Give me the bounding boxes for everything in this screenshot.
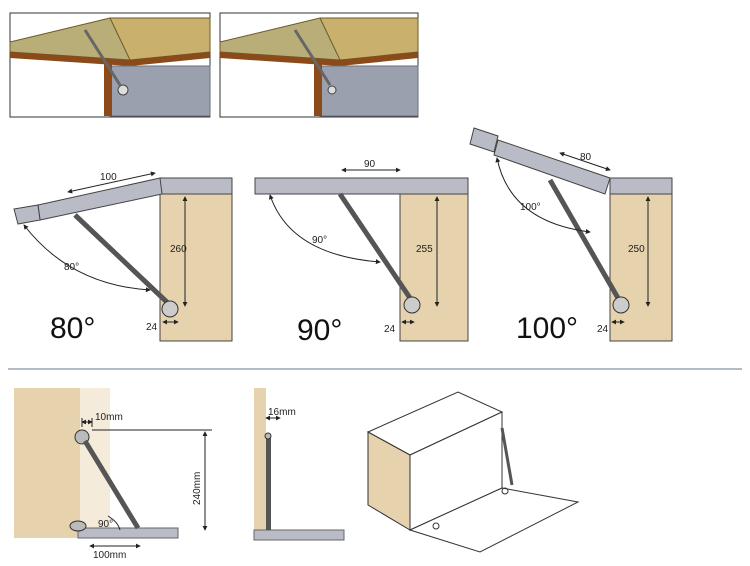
cabinet-lid-open-icon xyxy=(293,29,337,95)
angle-label: 90° xyxy=(297,314,342,347)
bottom-dim: 24 xyxy=(146,322,158,333)
height-dim: 240mm xyxy=(192,472,203,505)
diagram-80: 100 260 24 80° 80° xyxy=(13,171,233,345)
cabinet-lid-open-icon xyxy=(83,29,129,96)
install-mid: 16mm xyxy=(253,388,345,541)
thumbnail-left xyxy=(9,12,211,118)
angle-label: 80° xyxy=(50,312,95,345)
top-dim: 90 xyxy=(364,159,376,170)
top-dim: 10mm xyxy=(95,412,123,423)
diagram-100: 80 250 24 100° 100° xyxy=(469,127,673,345)
diagram-90: 90 255 24 90° 90° xyxy=(254,159,469,347)
arc-label: 90° xyxy=(312,235,327,246)
height-dim: 260 xyxy=(170,244,187,255)
bottom-dim: 24 xyxy=(384,324,396,335)
install-left: 10mm 240mm 90° 100mm xyxy=(14,388,212,561)
arc-label: 100° xyxy=(520,202,541,213)
top-dim: 16mm xyxy=(268,407,296,418)
thumbnail-right xyxy=(219,12,419,118)
angle-label: 100° xyxy=(516,312,578,345)
angle-label: 90° xyxy=(98,519,113,530)
top-dim: 80 xyxy=(580,152,592,163)
arc-label: 80° xyxy=(64,262,79,273)
height-dim: 255 xyxy=(416,244,433,255)
open-cabinet-3d-icon xyxy=(366,391,580,553)
top-dim: 100 xyxy=(100,172,117,183)
bottom-dim: 100mm xyxy=(93,550,126,561)
height-dim: 250 xyxy=(628,244,645,255)
bottom-dim: 24 xyxy=(597,324,609,335)
